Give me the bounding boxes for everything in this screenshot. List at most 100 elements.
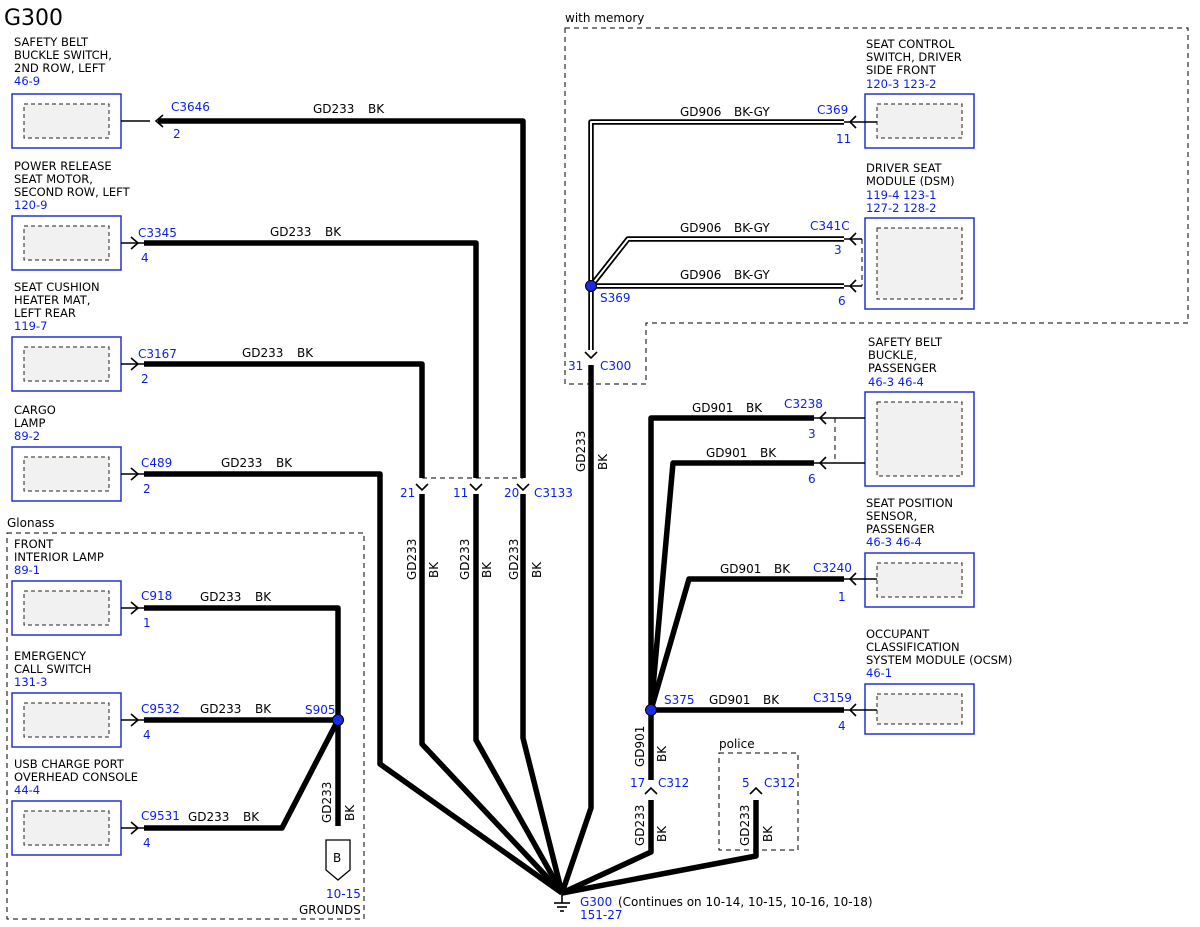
wire-c312-police [561,800,759,896]
wire-gd906-group [588,119,844,350]
component-ref: 119-7 [14,319,47,333]
wire-label-color: BK [596,453,610,470]
component-label: SENSOR, [866,509,917,523]
component-label: SAFETY BELT [868,335,943,349]
diagram-title: G300 [4,6,63,31]
component-ref: 119-4 123-1 [866,188,937,202]
wire-label-circuit: GD901 [633,726,647,767]
grounds-reference: B 10-15 GROUNDS [299,839,361,917]
component-label: HEATER MAT, [14,293,90,307]
wire-c3646 [158,118,526,478]
component-label: SAFETY BELT [14,35,89,49]
component-label: SYSTEM MODULE (OCSM) [866,653,1012,667]
wire-label-circuit: GD233 [458,539,472,580]
wire-c3238-3 [648,415,814,710]
wire-label-circuit: GD233 [270,225,311,239]
component-ref: 46-9 [14,74,40,88]
component-label: SEAT CONTROL [866,37,955,51]
component-ref: 46-1 [866,666,892,680]
wire-label-circuit: GD233 [320,782,334,823]
component-label: 2ND ROW, LEFT [14,61,106,75]
ground-note: (Continues on 10-14, 10-15, 10-16, 10-18… [618,895,873,909]
wire-label-color: BK-GY [734,268,770,282]
wire-label-circuit: GD901 [720,562,761,576]
police-group-label: police [719,737,755,751]
connector-c3240-label: C3240 [813,561,852,575]
connector-c9531-label: C9531 [141,809,180,823]
connector-c918-label: C918 [141,589,172,603]
connector-c489-pin: 2 [143,482,151,496]
wire-label-color: BK [368,102,385,116]
wire-label-color: BK [746,401,763,415]
wire-label-color: BK [480,561,494,578]
connector-c489-label: C489 [141,456,172,470]
splice-s369 [585,280,597,292]
wire-label-circuit: GD233 [188,810,229,824]
wire-label-color: BK [761,825,775,842]
component-label: DRIVER SEAT [866,161,943,175]
component-label: FRONT [14,537,54,551]
wire-label-circuit: GD906 [680,221,721,235]
wire-c3133-11 [473,494,565,895]
splice-s905 [332,714,344,726]
connector-c369-pin: 11 [836,132,851,146]
component-driver-seat-module: DRIVER SEAT MODULE (DSM) 119-4 123-1 127… [864,161,975,310]
splice-s375 [645,704,657,716]
connector-c312-a-label: C312 [658,776,689,790]
component-ref: 46-3 46-4 [868,375,924,389]
wire-c3133-20 [520,494,565,894]
connector-c341c-pin-6: 6 [838,294,846,308]
component-ref: 44-4 [14,783,40,797]
wire-label-color: BK [655,745,669,762]
wire-labels-horizontal: GD233 BK GD233 BK GD233 BK GD233 BK GD23… [188,102,791,824]
connector-c9532-label: C9532 [141,702,180,716]
splice-s369-label: S369 [600,291,631,305]
wire-label-circuit: GD233 [574,431,588,472]
connector-c3345-label: C3345 [138,226,177,240]
connector-c3133-pin-21: 21 [400,486,415,500]
connector-c3167-pin: 2 [141,372,149,386]
connector-c3646-label: C3646 [171,100,210,114]
wire-c300-g300 [559,365,594,894]
splice-s905-label: S905 [305,703,336,717]
splice-s375-label: S375 [664,693,695,707]
component-label: CALL SWITCH [14,662,91,676]
component-label: PASSENGER [868,361,937,375]
wire-label-color: BK [655,825,669,842]
component-label: LEFT REAR [14,306,76,320]
connector-c3646-pin: 2 [173,127,181,141]
wire-label-circuit: GD906 [680,268,721,282]
component-seat-position-sensor: SEAT POSITION SENSOR, PASSENGER 46-3 46-… [864,496,975,608]
wire-label-color: BK [325,225,342,239]
ground-symbol-g300 [554,893,570,912]
wire-label-circuit: GD901 [706,446,747,460]
component-ref: 89-1 [14,563,40,577]
component-ref: 120-3 123-2 [866,77,937,91]
with-memory-group-label: with memory [565,11,644,25]
wire-c3238-6 [648,460,814,711]
component-label: USB CHARGE PORT [14,757,125,771]
component-seat-control-switch: SEAT CONTROL SWITCH, DRIVER SIDE FRONT 1… [864,37,975,149]
component-label: CARGO [14,403,56,417]
wire-label-color: BK [760,446,777,460]
component-label: SWITCH, DRIVER [866,50,962,64]
wire-label-circuit: GD901 [692,401,733,415]
wire-label-color: BK [255,702,272,716]
connector-c312-a-pin: 17 [630,776,645,790]
grounds-ref: 10-15 [326,887,361,901]
wire-label-circuit: GD233 [633,805,647,846]
connector-c3159-pin: 4 [838,719,846,733]
connector-c3238-label: C3238 [784,397,823,411]
wire-label-color: BK [343,804,357,821]
component-ref: 120-9 [14,198,47,212]
component-power-release-seat-motor: POWER RELEASE SEAT MOTOR, SECOND ROW, LE… [11,159,131,271]
component-ref: 127-2 128-2 [866,201,937,215]
glonass-group-label: Glonass [7,516,54,530]
connector-c312-b-pin: 5 [742,776,750,790]
connector-c300-label: C300 [600,359,631,373]
ground-ref: 151-27 [580,908,623,922]
wire-label-color: BK [243,810,260,824]
component-label: SEAT MOTOR, [14,172,93,186]
component-ocsm: OCCUPANT CLASSIFICATION SYSTEM MODULE (O… [864,627,1012,735]
